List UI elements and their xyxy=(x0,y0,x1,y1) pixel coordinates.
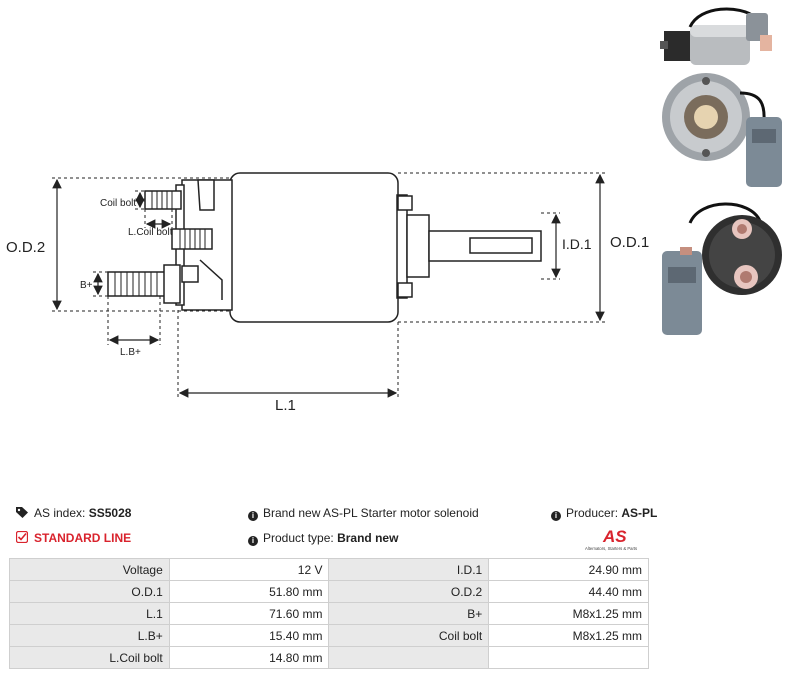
product-type-value: Brand new xyxy=(337,531,399,545)
spec-value: M8x1.25 mm xyxy=(488,624,649,647)
bplus-label: B+ xyxy=(80,280,93,291)
spec-key: O.D.1 xyxy=(9,580,170,603)
coil-bolt xyxy=(144,190,182,210)
info-icon: i xyxy=(551,511,561,521)
logo-tagline: Alternators, Starters & Parts xyxy=(585,546,637,551)
solenoid-technical-drawing: O.D.2 O.D.1 I.D.1 L.1 L.B+ B+ Coil bolt … xyxy=(6,172,649,414)
photo-front-view xyxy=(662,73,782,187)
bplus-terminal xyxy=(107,271,167,297)
spec-key: L.B+ xyxy=(9,624,170,647)
spec-key: L.Coil bolt xyxy=(9,646,170,669)
standard-line-label: STANDARD LINE xyxy=(34,531,132,545)
checkbox-checked-icon xyxy=(15,530,29,546)
spec-value: 51.80 mm xyxy=(168,580,330,603)
spec-key: Coil bolt xyxy=(328,624,490,647)
as-index-value: SS5028 xyxy=(88,506,132,520)
coil-bolt-lower xyxy=(171,228,213,250)
product-type-label: Product type: xyxy=(263,531,334,545)
logo-text: AS xyxy=(602,527,627,546)
od2-label: O.D.2 xyxy=(6,239,45,256)
od1-label: O.D.1 xyxy=(610,234,649,251)
spec-key: O.D.2 xyxy=(328,580,490,603)
photo-side-view xyxy=(660,7,772,65)
producer-label: Producer: xyxy=(566,506,619,520)
as-index-label: AS index: xyxy=(34,506,86,520)
info-icon: i xyxy=(248,536,258,546)
tag-icon xyxy=(16,507,28,521)
spec-key: Voltage xyxy=(9,558,170,581)
spec-value: 71.60 mm xyxy=(168,602,330,625)
solenoid-body xyxy=(229,172,399,323)
producer-value: AS-PL xyxy=(621,506,658,520)
lb-label: L.B+ xyxy=(120,347,141,358)
photo-rear-view xyxy=(662,202,782,335)
info-icon: i xyxy=(248,511,258,521)
product-type: i Product type: Brand new xyxy=(248,531,398,546)
description-text: Brand new AS-PL Starter motor solenoid xyxy=(263,506,479,520)
spec-value: M8x1.25 mm xyxy=(488,602,649,625)
producer: i Producer: AS-PL xyxy=(551,506,657,521)
spec-value: 44.40 mm xyxy=(488,580,649,603)
id1-label: I.D.1 xyxy=(562,236,592,252)
l1-label: L.1 xyxy=(275,397,296,414)
spec-value: 15.40 mm xyxy=(168,624,330,647)
spec-key xyxy=(328,646,490,669)
as-index: AS index: SS5028 xyxy=(16,506,131,521)
as-pl-logo: AS Alternators, Starters & Parts xyxy=(585,527,637,551)
spec-key: B+ xyxy=(328,602,490,625)
spec-key: L.1 xyxy=(9,602,170,625)
spec-value xyxy=(488,646,649,669)
spec-key: I.D.1 xyxy=(328,558,490,581)
coil-bolt-label: Coil bolt xyxy=(100,198,136,209)
spec-value: 12 V xyxy=(168,558,330,581)
standard-line: STANDARD LINE xyxy=(15,530,132,546)
spec-value: 24.90 mm xyxy=(488,558,649,581)
product-description: i Brand new AS-PL Starter motor solenoid xyxy=(248,506,479,521)
spec-value: 14.80 mm xyxy=(168,646,330,669)
l-coil-bolt-label: L.Coil bolt xyxy=(128,227,173,238)
